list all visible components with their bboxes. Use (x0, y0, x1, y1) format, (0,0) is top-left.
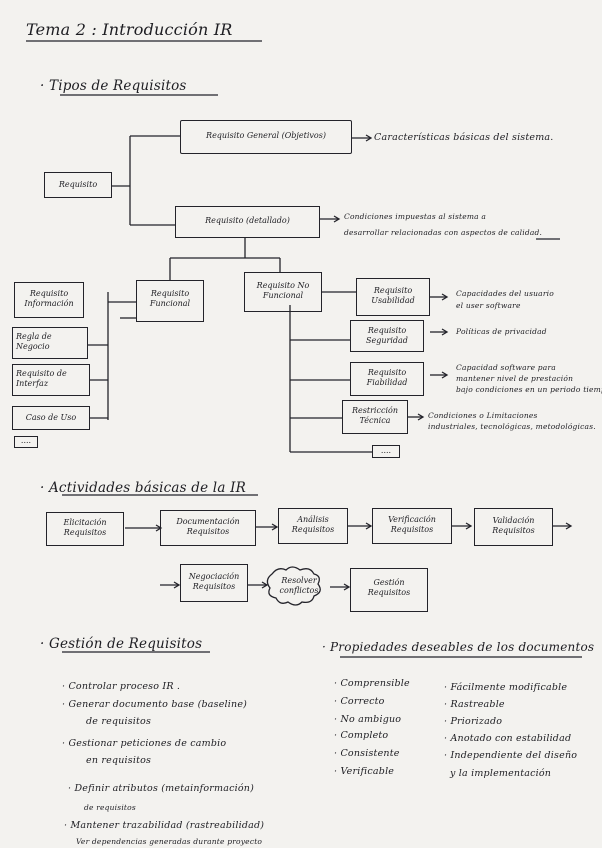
propiedad-item: · Comprensible (334, 678, 410, 689)
activity-box (278, 508, 348, 544)
gestion-item: · Generar documento base (baseline) (62, 699, 248, 710)
requisito-funcional-box (136, 280, 204, 322)
requisito-no-funcional-box (244, 272, 322, 312)
section-heading-actividades: · Actividades básicas de la IR (40, 480, 246, 496)
propiedad-item: · Correcto (334, 696, 385, 707)
propiedad-item: · Priorizado (444, 716, 503, 727)
gestion-box (350, 568, 428, 612)
left-item-label: .... (20, 436, 32, 445)
propiedad-item: · Fácilmente modificable (444, 682, 568, 693)
requisito-general-desc: Características básicas del sistema. (374, 132, 554, 143)
right-item-box (350, 362, 424, 396)
requisito-detallado-label: Requisito (detallado) (205, 216, 290, 225)
gestion-item: de requisitos (86, 716, 152, 727)
gestion-item: · Gestionar peticiones de cambio (62, 738, 227, 749)
gestion-item: · Controlar proceso IR . (62, 681, 181, 692)
gestion-item: · Definir atributos (metainformación) (68, 783, 254, 794)
right-item-box (356, 278, 430, 316)
propiedad-item: · Independiente del diseño (444, 750, 578, 761)
negociacion-box (180, 564, 248, 602)
propiedad-item: · Completo (334, 730, 389, 741)
activity-box (46, 512, 124, 546)
right-item-box (372, 445, 400, 458)
requisito-root-label: Requisito (58, 180, 98, 189)
section-heading-propiedades: · Propiedades deseables de los documento… (322, 640, 595, 654)
gestion-item: Ver dependencias generadas durante proye… (76, 837, 263, 846)
requisito-detallado-box (175, 206, 320, 238)
activity-box (372, 508, 452, 544)
requisito-root-box (44, 172, 112, 198)
requisito-general-label: Requisito General (Objetivos) (206, 131, 326, 140)
section-heading-tipos: · Tipos de Requisitos (40, 78, 187, 94)
right-item-box (342, 400, 408, 434)
requisito-detallado-desc-2: desarrollar relacionadas con aspectos de… (344, 228, 543, 237)
requisito-detallado-desc-1: Condiciones impuestas al sistema a (344, 212, 487, 221)
section-heading-gestion: · Gestión de Requisitos (40, 636, 203, 652)
right-item-desc: Políticas de privacidad (456, 327, 547, 336)
gestion-item: en requisitos (86, 755, 152, 766)
left-item-box (12, 327, 88, 359)
gestion-item: · Mantener trazabilidad (rastreabilidad) (64, 820, 265, 831)
left-item-box (12, 406, 90, 430)
left-item-label: Caso de Uso (25, 413, 77, 422)
propiedad-item: · Verificable (334, 766, 395, 777)
requisito-general-box (180, 120, 352, 154)
propiedad-item: · Consistente (334, 748, 400, 759)
left-item-box (14, 282, 84, 318)
left-item-box (14, 436, 38, 448)
left-item-box (12, 364, 90, 396)
propiedad-item: · Anotado con estabilidad (444, 733, 572, 744)
gestion-item: de requisitos (84, 803, 136, 812)
activity-box (474, 508, 553, 546)
right-item-box (350, 320, 424, 352)
page-title: Tema 2 : Introducción IR (26, 20, 233, 39)
propiedad-item: · Rastreable (444, 699, 505, 710)
propiedad-item: y la implementación (450, 768, 552, 779)
propiedad-item: · No ambiguo (334, 714, 402, 725)
right-item-label: .... (380, 446, 392, 455)
activity-box (160, 510, 256, 546)
